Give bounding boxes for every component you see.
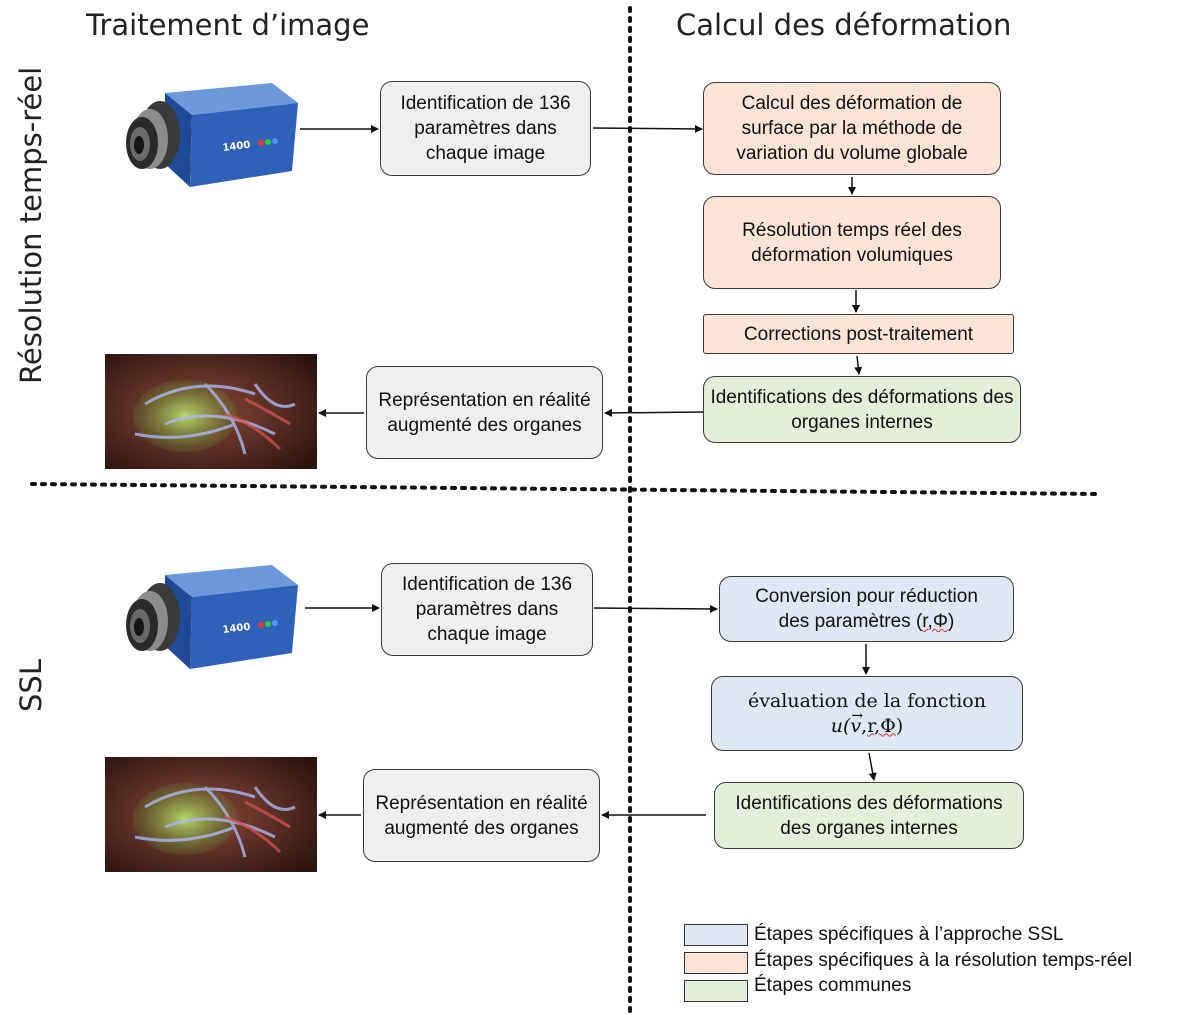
camera-icon: 1400 xyxy=(126,83,298,187)
bottom-identification-box: Identification de 136 paramètres dans ch… xyxy=(381,563,593,656)
evaluation-line1: évaluation de la fonction xyxy=(747,689,986,712)
evaluation-formula-vector: →v xyxy=(850,707,864,737)
header-image-processing: Traitement d’image xyxy=(86,8,370,42)
conversion-params: r,Φ xyxy=(922,611,948,632)
bottom-representation-box: Représentation en réalité augmenté des o… xyxy=(363,769,600,862)
top-realtime-resolution-box: Résolution temps réel des déformation vo… xyxy=(703,196,1001,289)
top-corrections-box: Corrections post-traitement xyxy=(703,314,1014,354)
augmented-reality-organ-image xyxy=(105,354,317,469)
evaluation-formula-params: r,Φ xyxy=(867,714,896,737)
top-identification-box: Identification de 136 paramètres dans ch… xyxy=(380,81,591,176)
evaluation-formula-suffix: ) xyxy=(895,714,904,737)
conversion-line2-prefix: des paramètres ( xyxy=(778,611,923,632)
conversion-line2-suffix: ) xyxy=(948,611,955,632)
bottom-conversion-box: Conversion pour réduction des paramètres… xyxy=(719,576,1014,642)
evaluation-formula-prefix: u( xyxy=(830,714,851,737)
legend-label-ssl: Étapes spécifiques à l’approche SSL xyxy=(754,924,1064,945)
camera-icon: 1400 xyxy=(126,565,298,669)
legend-label-realtime: Étapes spécifiques à la résolution temps… xyxy=(754,950,1133,971)
svg-text:1400: 1400 xyxy=(222,140,251,154)
legend-swatch-common xyxy=(684,980,748,1002)
bottom-evaluation-box: évaluation de la fonction u(→v,r,Φ) xyxy=(711,676,1023,751)
conversion-line1: Conversion pour réduction xyxy=(755,586,978,607)
legend-label-common: Étapes communes xyxy=(754,975,912,996)
top-internal-organs-box: Identifications des déformations des org… xyxy=(703,376,1021,443)
top-surface-deformation-box: Calcul des déformation de surface par la… xyxy=(703,82,1001,175)
svg-text:1400: 1400 xyxy=(222,622,251,636)
augmented-reality-organ-image xyxy=(105,757,317,872)
header-deformation-calculation: Calcul des déformation xyxy=(676,8,1012,42)
bottom-internal-organs-box: Identifications des déformations des org… xyxy=(714,782,1024,849)
top-representation-box: Représentation en réalité augmenté des o… xyxy=(366,366,603,459)
evaluation-formula-sep: , xyxy=(861,714,868,737)
legend-swatch-ssl xyxy=(684,924,748,946)
legend-swatch-realtime xyxy=(684,952,748,974)
